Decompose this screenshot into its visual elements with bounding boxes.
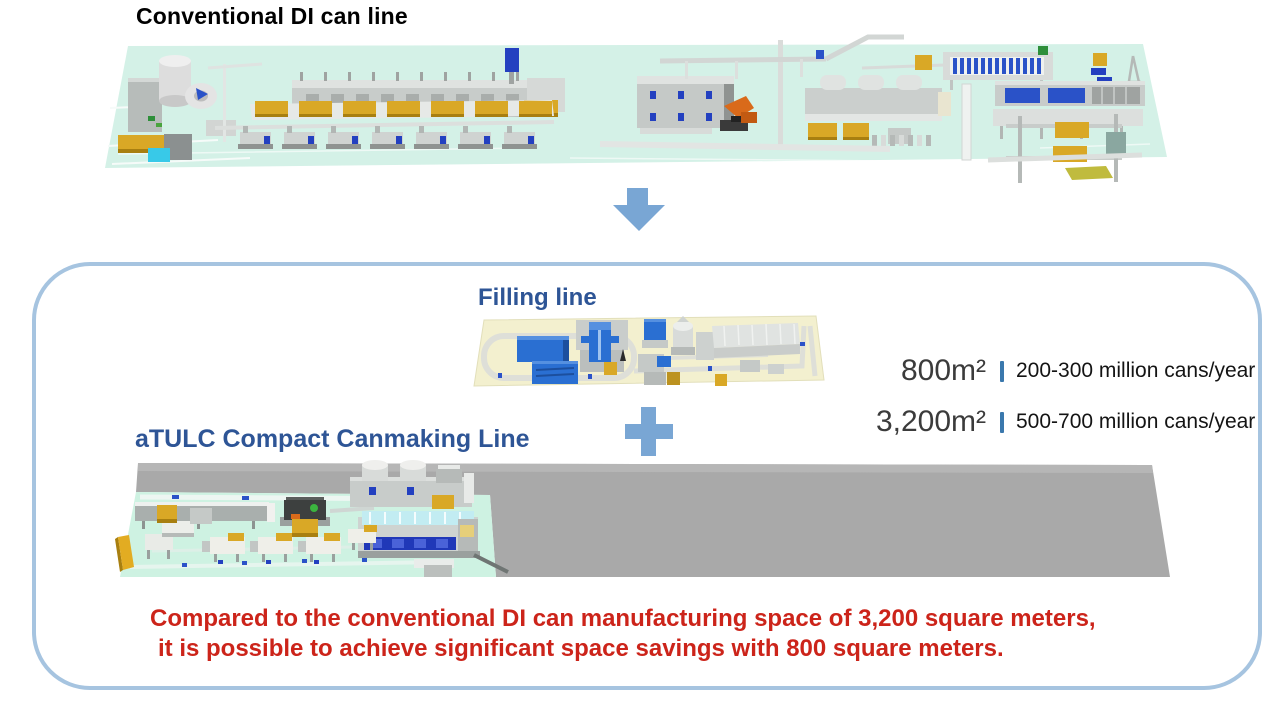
atulc-line-illustration (115, 460, 1170, 577)
cup-conveyor (214, 100, 555, 130)
gray-structure (696, 332, 714, 360)
washer-machine (637, 76, 734, 134)
stat-row: 800m² 200-300 million cans/year (852, 352, 1255, 390)
overhead-conveyor (659, 34, 904, 146)
atulc-line-label: aTULC Compact Canmaking Line (135, 425, 530, 453)
pasteurizer (712, 323, 800, 358)
robot-arm (720, 96, 757, 131)
conclusion-text-line2: it is possible to achieve significant sp… (158, 635, 1004, 662)
trimmer-row (202, 525, 377, 564)
person-figure (620, 349, 626, 361)
palletizer (987, 114, 1143, 183)
seamer (671, 316, 695, 355)
conveyor-band (599, 141, 891, 152)
uncoiler-machine (107, 55, 251, 165)
bodymaker-press (350, 460, 474, 509)
depalletizer-blue (517, 336, 578, 384)
stat-row: 3,200m² 500-700 million cans/year (852, 403, 1255, 441)
filling-line-illustration (473, 315, 825, 387)
conventional-line-illustration (105, 34, 1167, 183)
curing-oven (993, 81, 1145, 139)
mid-machines (638, 319, 727, 386)
left-items (115, 505, 212, 572)
atulc-washer (358, 511, 509, 577)
bodymaker-row (238, 126, 537, 149)
stat-capacity-value: 200-300 million cans/year (1016, 359, 1256, 382)
conclusion-note: Compared to the conventional DI can manu… (150, 604, 1096, 664)
return-conveyor (807, 325, 818, 377)
stat-area-value: 800m² (900, 354, 986, 387)
pallet-box (915, 55, 932, 70)
frame-post (207, 62, 263, 142)
stat-area-value: 3,200m² (875, 405, 986, 438)
down-arrow-icon (613, 188, 665, 231)
stat-divider (1000, 411, 1004, 433)
filling-line-label: Filling line (478, 284, 597, 311)
filler-tower (576, 320, 628, 375)
capacity-stats: 800m² 200-300 million cans/year 3,200m² … (852, 352, 1255, 441)
conclusion-text-line1: Compared to the conventional DI can manu… (150, 605, 1096, 632)
conventional-line-title: Conventional DI can line (136, 3, 408, 29)
stat-capacity-value: 500-700 million cans/year (1016, 410, 1256, 433)
cupper (280, 497, 330, 537)
plus-icon (625, 407, 673, 456)
support-column (961, 83, 972, 161)
decorator-machine (805, 75, 951, 146)
stat-divider (1000, 360, 1004, 382)
